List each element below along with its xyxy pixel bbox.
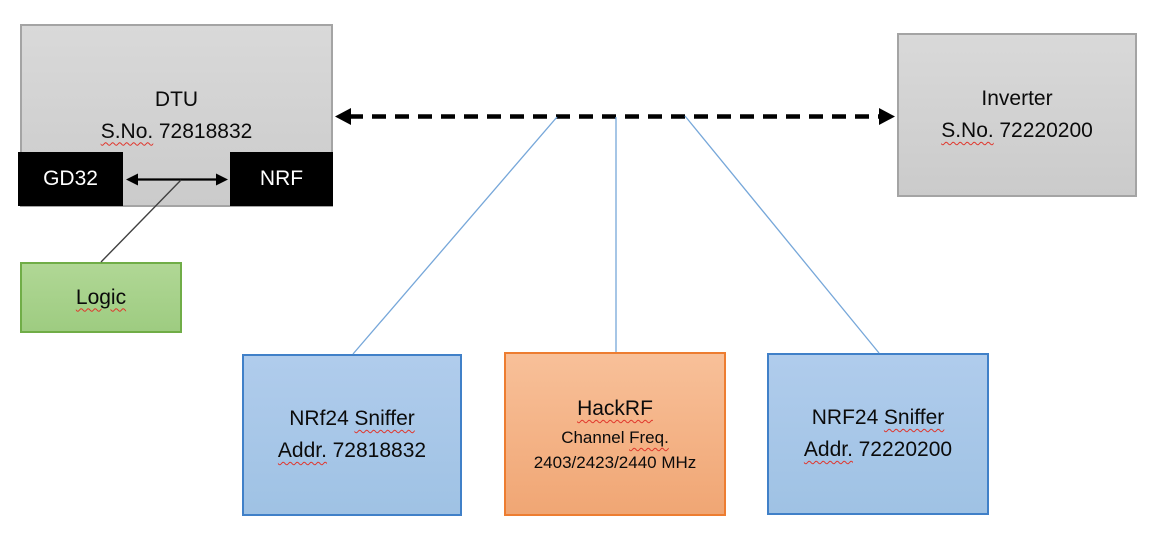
arrowhead-left-icon [335,108,351,125]
sniffer-left-addr-value: 72818832 [332,439,427,462]
inverter-serial-label: S.No. [941,119,994,142]
dtu-serial-value: 72818832 [158,119,253,143]
sniffer-right-addr-label: Addr. [803,438,853,461]
tap-line-sniffer-right [684,115,880,354]
dtu-serial-label: S.No. [100,119,154,143]
gd32-box: GD32 [18,152,123,206]
inverter-title: Inverter [981,87,1053,110]
nrf-box: NRF [230,152,333,206]
nrf-label: NRF [259,167,304,190]
sniffer-right-addr-value: 72220200 [858,438,953,461]
logic-box: Logic [20,262,182,333]
sniffer-left-type: Sniffer [354,407,415,430]
sniffer-left-addr: Addr.72818832 [278,435,426,467]
sniffer-left-addr-label: Addr. [277,439,327,462]
dtu-serial: S.No.72818832 [101,116,253,148]
hackrf-title: HackRF [577,397,653,420]
logic-label: Logic [75,285,127,309]
inverter-box: Inverter S.No.72220200 [897,33,1137,197]
arrowhead-right-icon [879,108,895,125]
gd32-label: GD32 [43,167,98,190]
tap-line-sniffer-left [352,116,558,355]
inverter-serial: S.No.72220200 [941,115,1093,147]
sniffer-right-brand: NRF24 [811,406,879,429]
sniffer-right-addr: Addr.72220200 [804,434,952,466]
hackrf-freq-value: 2403/2423/2440 MHz [533,453,697,472]
sniffer-left-brand: NRf24 [289,407,349,430]
sniffer-right-type: Sniffer [883,406,945,429]
dtu-inverter-dashed-arrow [335,108,895,125]
inverter-serial-value: 72220200 [999,119,1093,142]
dtu-title: DTU [154,87,199,111]
